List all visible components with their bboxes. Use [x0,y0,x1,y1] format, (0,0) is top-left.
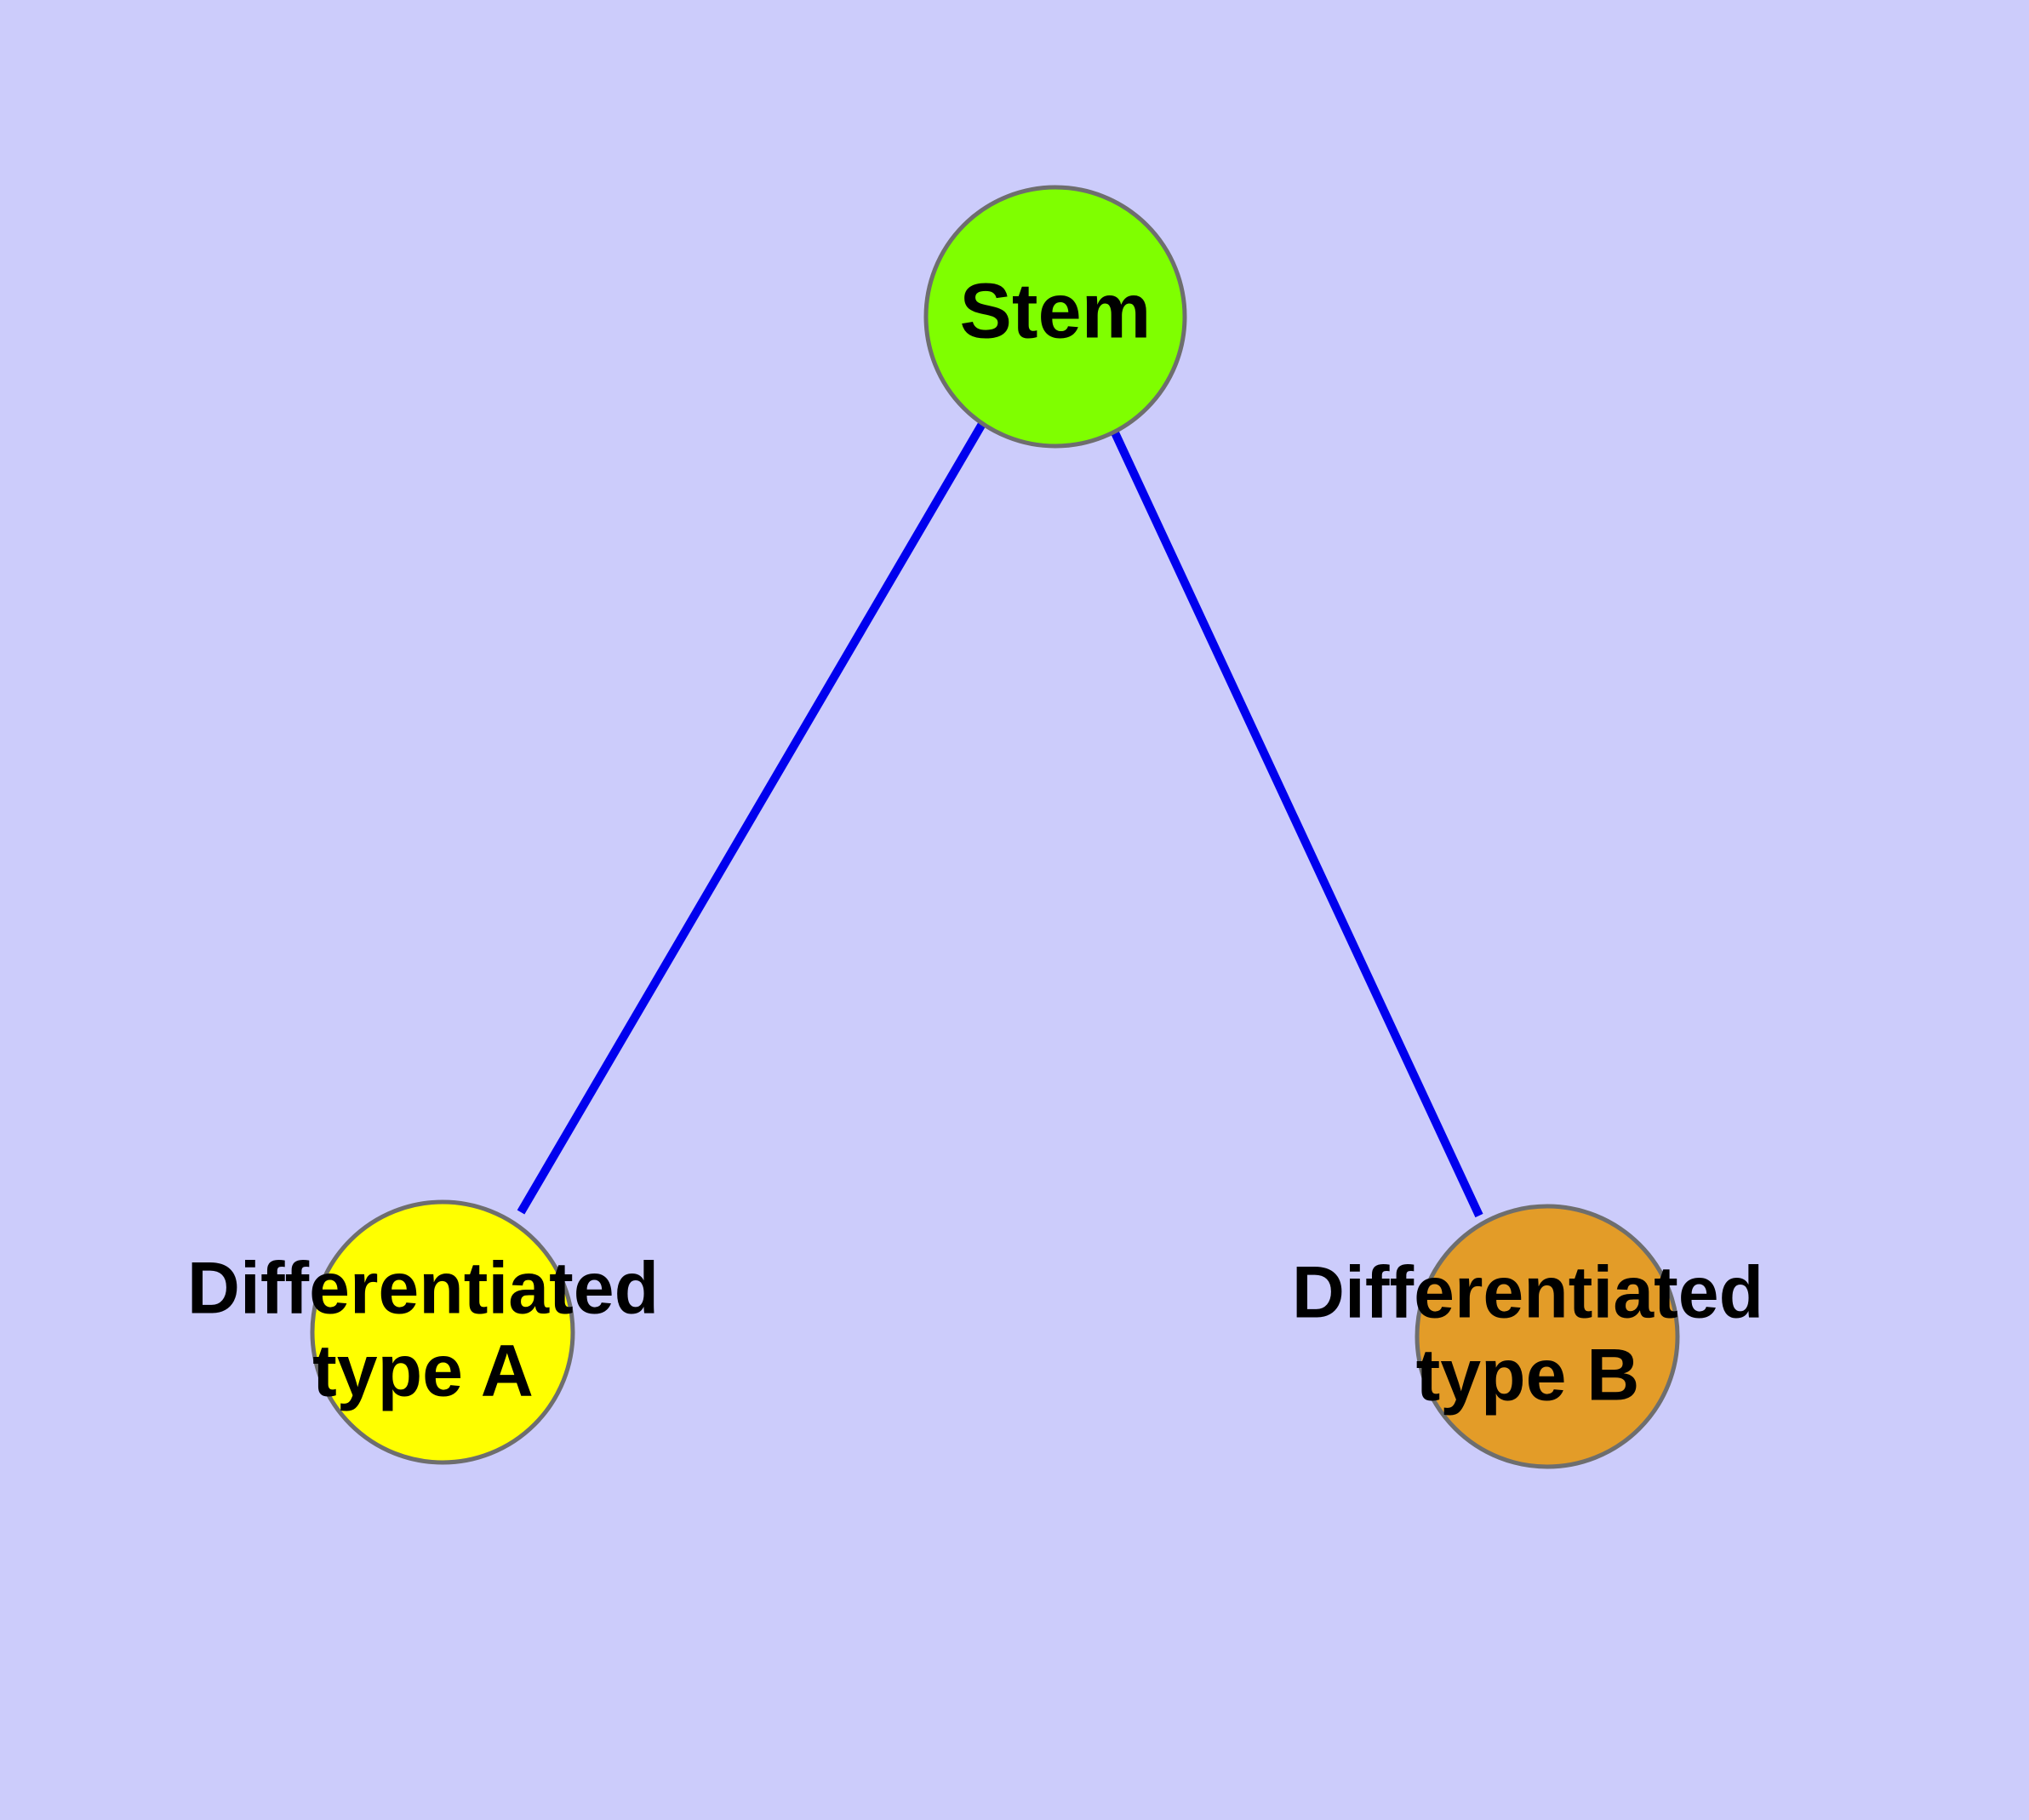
edge-stem-to-differentiated-type-b[interactable] [1109,426,1483,1218]
stem-node-label: Stem [960,267,1152,354]
edge-layer [517,421,1483,1218]
differentiated-type-a-label-line1: Differentiated [187,1248,659,1330]
node-stem[interactable]: Stem [923,185,1187,449]
differentiated-type-a-node-circle[interactable] [310,1199,575,1465]
differentiated-type-b-node-circle[interactable] [1415,1204,1680,1469]
stem-node-circle[interactable] [923,185,1187,449]
edge-stem-to-differentiated-type-a[interactable] [517,421,986,1215]
differentiated-type-b-label-line1: Differentiated [1292,1252,1763,1334]
node-differentiated-type-a[interactable]: Differentiated type A [187,1199,659,1465]
differentiated-type-b-label-line2: type B [1416,1335,1640,1417]
node-differentiated-type-b[interactable]: Differentiated type B [1292,1204,1763,1469]
differentiated-type-a-label-line2: type A [312,1331,534,1412]
